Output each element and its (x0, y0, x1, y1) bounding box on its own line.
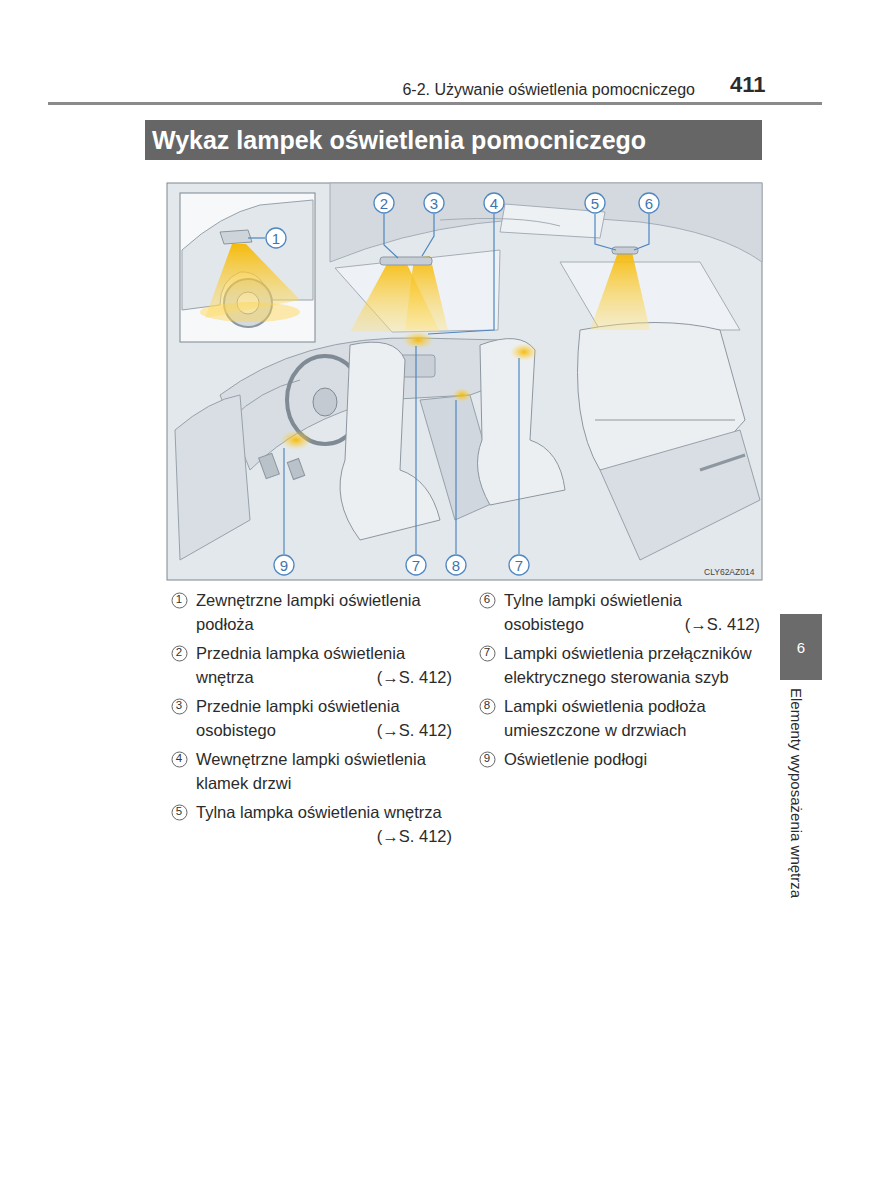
callout-text: 4 (483, 192, 505, 214)
callout-number: 2 (373, 192, 395, 214)
figure-code: CLY62AZ014 (704, 566, 760, 578)
callout-number: 6 (479, 592, 496, 609)
page-title: Wykaz lampek oświetlenia pomocniczego (145, 126, 646, 155)
interior-illustration (167, 183, 762, 580)
callout-number: 3 (171, 698, 188, 715)
page-reference: (→S. 412) (352, 665, 452, 689)
callout-number: 2 (171, 645, 188, 662)
legend-text: Tylna lampka oświetlenia wnętrza (196, 800, 454, 824)
callout-text: 1 (171, 592, 188, 609)
callout-text: 6 (479, 592, 496, 609)
header-rule (48, 102, 822, 105)
callout-number: 1 (265, 227, 287, 249)
callout-text: 8 (445, 554, 467, 576)
chapter-number: 6 (780, 614, 822, 680)
callout-text: 4 (171, 751, 188, 768)
chapter-tab: 6 (780, 614, 822, 680)
callout-text: 5 (171, 804, 188, 821)
callout-number: 5 (171, 804, 188, 821)
callout-text: 9 (479, 751, 496, 768)
callout-text: 3 (171, 698, 188, 715)
callout-text: 7 (479, 645, 496, 662)
callout-number: 4 (483, 192, 505, 214)
callout-number: 6 (638, 192, 660, 214)
callout-number: 7 (508, 554, 530, 576)
legend-text: Oświetlenie podłogi (504, 747, 762, 771)
callout-number: 9 (479, 751, 496, 768)
callout-number: 8 (445, 554, 467, 576)
title-band: Wykaz lampek oświetlenia pomocniczego (145, 120, 762, 160)
legend-text: Lampki oświetlenia przełączników elektry… (504, 641, 766, 689)
callout-text: 7 (508, 554, 530, 576)
page-reference: (→S. 412) (352, 824, 452, 848)
legend-text: Lampki oświetlenia podłoża umieszczone w… (504, 694, 762, 742)
callout-number: 7 (479, 645, 496, 662)
page-reference: (→S. 412) (660, 612, 760, 636)
callout-text: 9 (273, 554, 295, 576)
callout-number: 5 (584, 192, 606, 214)
callout-text: 7 (405, 554, 427, 576)
callout-text: 1 (265, 227, 287, 249)
page-number: 411 (730, 73, 780, 97)
callout-text: 2 (171, 645, 188, 662)
callout-number: 9 (273, 554, 295, 576)
callout-text: 3 (423, 192, 445, 214)
chapter-title: Elementy wyposażenia wnętrza (786, 688, 806, 928)
callout-text: 6 (638, 192, 660, 214)
callout-number: 7 (405, 554, 427, 576)
callout-number: 3 (423, 192, 445, 214)
callout-text: 2 (373, 192, 395, 214)
callout-number: 4 (171, 751, 188, 768)
legend-text: Zewnętrzne lampki oświetlenia podłoża (196, 588, 454, 636)
callout-number: 8 (479, 698, 496, 715)
callout-number: 1 (171, 592, 188, 609)
callout-text: 8 (479, 698, 496, 715)
running-header: 6-2. Używanie oświetlenia pomocniczego (335, 78, 695, 102)
callout-text: 5 (584, 192, 606, 214)
page-reference: (→S. 412) (352, 718, 452, 742)
leader-lines (248, 214, 649, 554)
legend-text: Wewnętrzne lampki oświetlenia klamek drz… (196, 747, 454, 795)
